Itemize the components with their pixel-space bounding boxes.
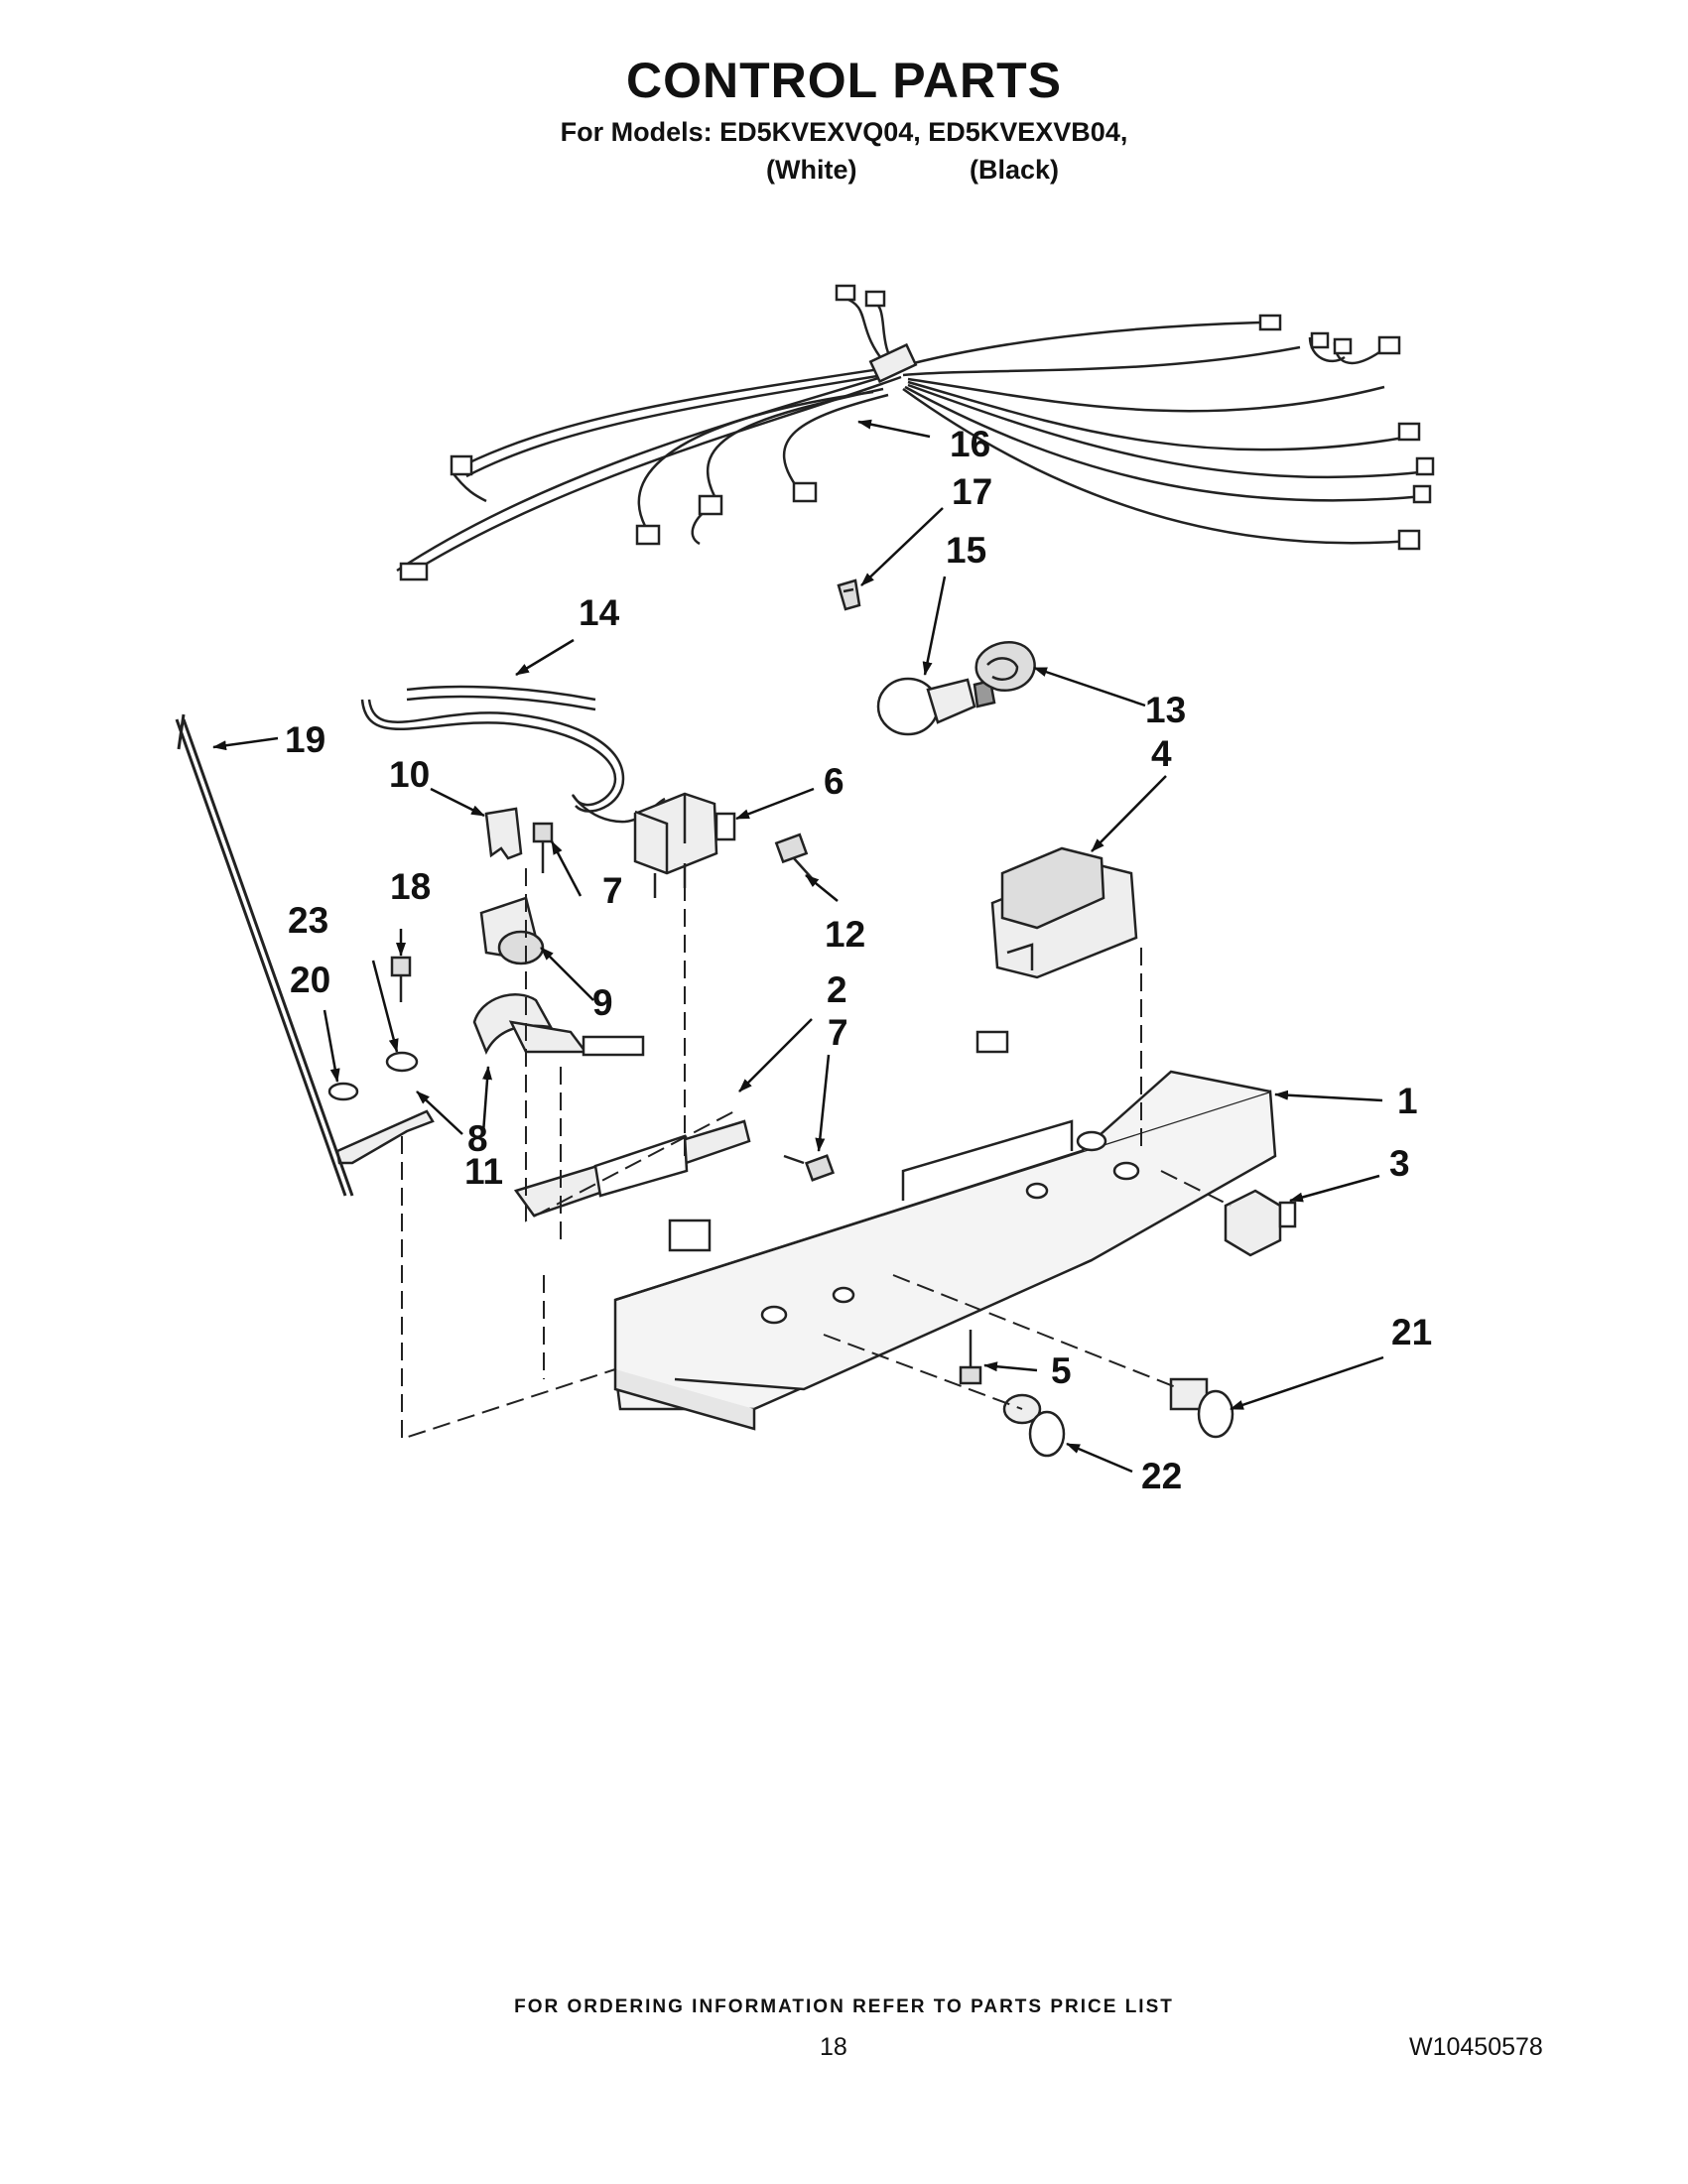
callout-20: 20 [290,960,330,1000]
document-number: W10450578 [1409,2033,1543,2061]
bracket-clip [484,807,523,860]
callout-13: 13 [1145,690,1186,730]
screw-7-upper [532,822,554,873]
leader-arrows [212,419,1384,1474]
callout-9: 9 [592,982,613,1023]
light-switch [1169,1377,1234,1439]
dispenser-paddle [472,993,645,1057]
washer-23 [385,1051,419,1073]
callout-3: 3 [1389,1143,1410,1184]
callout-7b: 7 [828,1012,848,1053]
color-black-label: (Black) [970,155,1060,185]
callout-2: 2 [827,969,847,1010]
washer-20 [327,1082,359,1101]
callout-6: 6 [824,761,844,802]
callout-15: 15 [946,530,986,571]
callout-14: 14 [579,592,620,633]
callout-4: 4 [1151,733,1172,774]
sensor-tube [360,685,666,824]
assembly-lines [401,868,1232,1441]
push-button [1002,1393,1066,1458]
callout-8: 8 [467,1118,488,1159]
screw-5 [959,1330,982,1385]
mounting-bracket [513,1119,751,1218]
callout-23: 23 [288,900,328,941]
lamp-socket [974,641,1036,693]
callout-5: 5 [1051,1350,1072,1391]
callout-7a: 7 [602,870,623,911]
screw-18 [390,956,412,1002]
callout-22: 22 [1141,1456,1182,1496]
callout-16: 16 [950,424,990,464]
page-title: CONTROL PARTS [626,53,1062,108]
control-housing [613,1030,1277,1431]
callout-12: 12 [825,914,865,955]
ordering-note: FOR ORDERING INFORMATION REFER TO PARTS … [514,1996,1174,2017]
callout-1: 1 [1397,1081,1418,1121]
callout-11: 11 [464,1151,503,1192]
page-number: 18 [820,2033,847,2061]
control-switch [633,792,736,898]
actuator-arm [479,896,545,965]
light-bulb [876,677,996,736]
callout-21: 21 [1391,1312,1432,1352]
callout-19: 19 [285,719,325,760]
lever [335,1109,435,1165]
actuator-rod [175,713,354,1197]
screw-7-lower [783,1154,836,1182]
callout-labels: 1 2 3 4 5 6 7 7 8 9 10 11 12 13 14 15 16… [285,424,1432,1496]
screw-12 [774,833,813,879]
model-numbers: For Models: ED5KVEXVQ04, ED5KVEXVB04, [560,117,1128,147]
door-switch [1224,1189,1297,1257]
harness-clip [837,578,861,611]
callout-10: 10 [389,754,430,795]
control-module [990,846,1138,979]
color-white-label: (White) [766,155,857,185]
harness-connectors [399,284,1435,581]
wire-harness [396,296,1430,578]
callout-17: 17 [952,471,992,512]
callout-18: 18 [390,866,431,907]
